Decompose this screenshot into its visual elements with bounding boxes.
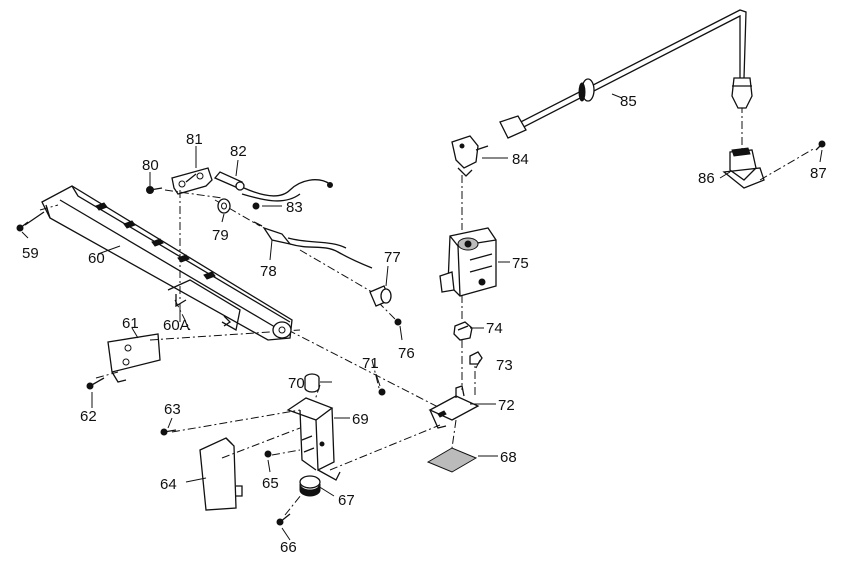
part-77-orifice [369,285,392,307]
label-63: 63 [164,401,181,418]
part-71-screw [378,388,386,396]
label-66: 66 [280,539,297,556]
label-82: 82 [230,143,247,160]
label-78: 78 [260,263,277,280]
part-65-screw [264,450,272,458]
part-63-screw [160,428,177,436]
label-76: 76 [398,345,415,362]
label-61: 61 [122,315,139,332]
label-85: 85 [620,93,637,110]
label-68: 68 [500,449,517,466]
part-84-fitting [451,135,489,177]
part-66-screw [276,513,291,526]
label-71: 71 [362,355,379,372]
label-60a: 60A [163,317,190,334]
callout-labels: 59 60 60A 61 62 63 64 65 66 67 68 69 70 … [22,93,827,556]
label-65: 65 [262,475,279,492]
label-62: 62 [80,408,97,425]
part-62-screw [86,377,105,390]
label-64: 64 [160,476,177,493]
leader-lines [21,93,823,541]
part-60-burner [41,185,293,341]
label-59: 59 [22,245,39,262]
part-61-plate [107,333,161,383]
part-68-pad [426,447,478,473]
part-86-sensor [722,147,765,189]
part-70-spacer [304,373,320,393]
label-75: 75 [512,255,529,272]
part-75-gas-valve [439,227,497,297]
part-76-screw [394,318,402,326]
part-67-knob [299,475,321,497]
label-67: 67 [338,492,355,509]
part-87-screw [815,140,826,151]
label-69: 69 [352,411,369,428]
label-86: 86 [698,170,715,187]
part-79-nut [217,198,231,214]
label-87: 87 [810,165,827,182]
part-72-bracket [428,385,480,429]
part-83-screw [252,202,260,210]
label-81: 81 [186,131,203,148]
part-85-tube [499,9,753,139]
label-80: 80 [142,157,159,174]
part-73-nut [469,351,483,365]
part-78-thermocouple [253,221,373,269]
label-70: 70 [288,375,305,392]
label-73: 73 [496,357,513,374]
label-60: 60 [88,250,105,267]
label-72: 72 [498,397,515,414]
label-83: 83 [286,199,303,216]
part-74-nut [453,321,473,341]
part-80-screw [146,186,163,194]
label-74: 74 [486,320,503,337]
label-84: 84 [512,151,529,168]
part-82-pilot [213,171,333,202]
part-69-bracket [286,397,341,481]
label-79: 79 [212,227,229,244]
part-59-screw [16,211,45,232]
part-64-cover [199,437,243,511]
label-77: 77 [384,249,401,266]
part-81-bracket [171,167,213,195]
